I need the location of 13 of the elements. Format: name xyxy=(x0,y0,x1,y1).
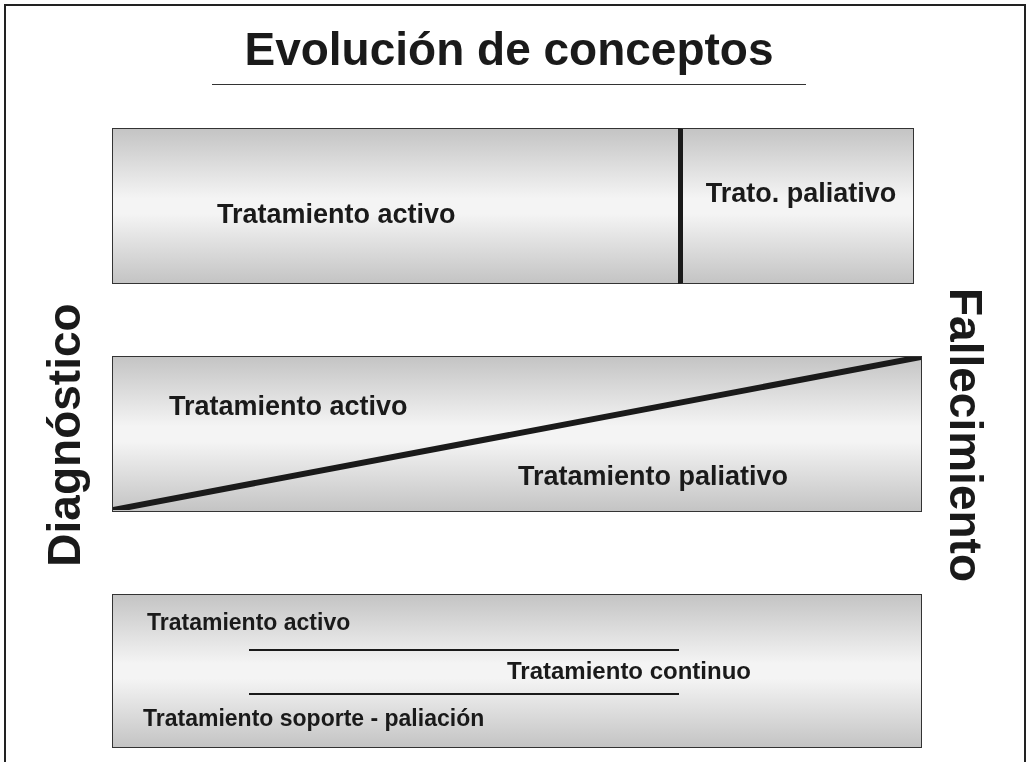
treatment-label: Tratamiento activo xyxy=(169,391,408,422)
band-panel xyxy=(112,128,680,284)
treatment-label: Tratamiento continuo xyxy=(507,657,751,685)
treatment-label: Tratamiento soporte - paliación xyxy=(143,705,485,732)
treatment-label: Trato. paliativo xyxy=(704,177,898,210)
side-label: Diagnóstico xyxy=(37,303,91,567)
treatment-label: Tratamiento activo xyxy=(217,199,456,230)
band-panel xyxy=(678,128,914,284)
band-panel xyxy=(112,594,922,748)
treatment-label: Tratamiento activo xyxy=(147,609,351,636)
treatment-label: Tratamiento paliativo xyxy=(518,461,789,492)
side-label: Fallecimiento xyxy=(939,288,993,582)
title: Evolución de conceptos xyxy=(212,22,806,85)
